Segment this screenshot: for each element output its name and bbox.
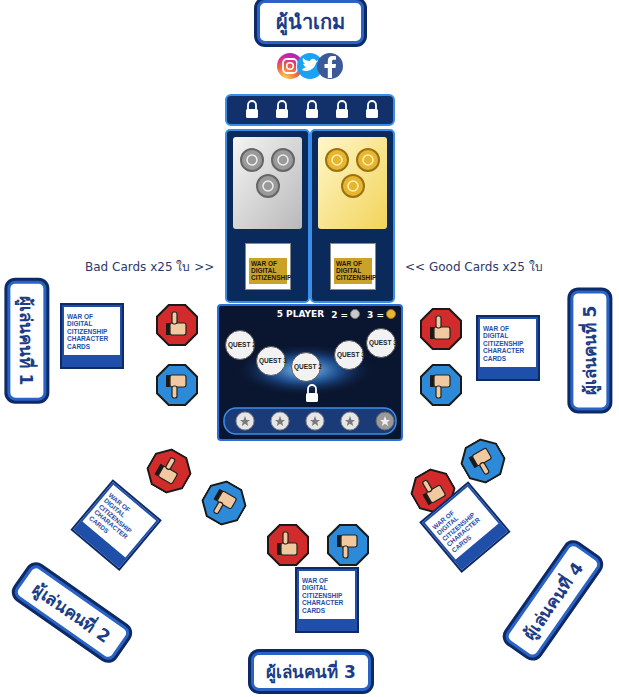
- lock-bar: [226, 95, 394, 125]
- game-master-box: ผู้นำเกม: [257, 0, 364, 44]
- node-text: QUEST 3: [369, 339, 393, 346]
- good-card-deck: WAR OF DIGITAL CITIZENSHIP: [330, 243, 376, 290]
- node-text: QUEST 2: [228, 341, 252, 348]
- node-text: ผู้เล่นคนที่ 1: [13, 295, 40, 385]
- player-label: ผู้เล่นคนที่ 3: [251, 652, 371, 691]
- character-card: WAR OF DIGITAL CITIZENSHIP CHARACTER CAR…: [297, 569, 357, 631]
- deck-label: << Good Cards x25 ใบ: [405, 257, 543, 276]
- node-text: ผู้นำเกม: [276, 6, 345, 38]
- player-label: ผู้เล่นคนที่ 4: [503, 540, 604, 660]
- node-text: 2 =: [331, 309, 360, 320]
- node-text: 5 PLAYER: [277, 309, 324, 319]
- node-text: WAR OF DIGITAL CITIZENSHIP CHARACTER CAR…: [483, 325, 533, 362]
- token-panels: [226, 130, 394, 302]
- quest-circle: QUEST 3: [256, 346, 286, 376]
- node-text: WAR OF DIGITAL CITIZENSHIP: [249, 258, 287, 284]
- node-text: WAR OF DIGITAL CITIZENSHIP: [334, 258, 372, 284]
- node-text: 3 =: [367, 309, 396, 320]
- vote-tokens: [142, 305, 511, 565]
- character-card: WAR OF DIGITAL CITIZENSHIP CHARACTER CAR…: [73, 482, 159, 568]
- node-text: ผู้เล่นคนที่ 5: [576, 305, 603, 395]
- node-text: WAR OF DIGITAL CITIZENSHIP CHARACTER CAR…: [302, 577, 352, 614]
- quest-board-panel: 5 PLAYER 2 = 3 = QUEST 2 QUEST 3 QUEST 2 QUEST…: [218, 305, 402, 440]
- quest-circle: QUEST 2: [225, 330, 255, 360]
- node-text: WAR OF DIGITAL CITIZENSHIP CHARACTER CAR…: [67, 313, 117, 350]
- node-text: QUEST 2: [294, 363, 318, 370]
- node-text: WAR OF DIGITAL CITIZENSHIP CHARACTER CAR…: [88, 491, 150, 552]
- player-label: ผู้เล่นคนที่ 2: [12, 562, 132, 663]
- quest-circle: QUEST 2: [291, 352, 321, 382]
- social-icons: [277, 53, 343, 79]
- node-text: QUEST 3: [259, 357, 283, 364]
- node-text: ผู้เล่นคนที่ 4: [516, 555, 590, 644]
- node-text: ผู้เล่นคนที่ 3: [266, 658, 356, 685]
- deck-label: Bad Cards x25 ใบ >>: [85, 257, 214, 276]
- node-text: ผู้เล่นคนที่ 2: [27, 575, 116, 649]
- character-card: WAR OF DIGITAL CITIZENSHIP CHARACTER CAR…: [62, 305, 122, 367]
- player-label: ผู้เล่นคนที่ 5: [570, 290, 609, 410]
- quest-board: [218, 305, 402, 440]
- character-card: WAR OF DIGITAL CITIZENSHIP CHARACTER CAR…: [478, 317, 538, 379]
- player-label: ผู้เล่นคนที่ 1: [7, 280, 46, 400]
- bad-card-deck: WAR OF DIGITAL CITIZENSHIP: [245, 243, 291, 290]
- quest-circle: QUEST 3: [366, 328, 396, 358]
- quest-circle: QUEST 3: [334, 340, 364, 370]
- node-text: QUEST 3: [337, 351, 361, 358]
